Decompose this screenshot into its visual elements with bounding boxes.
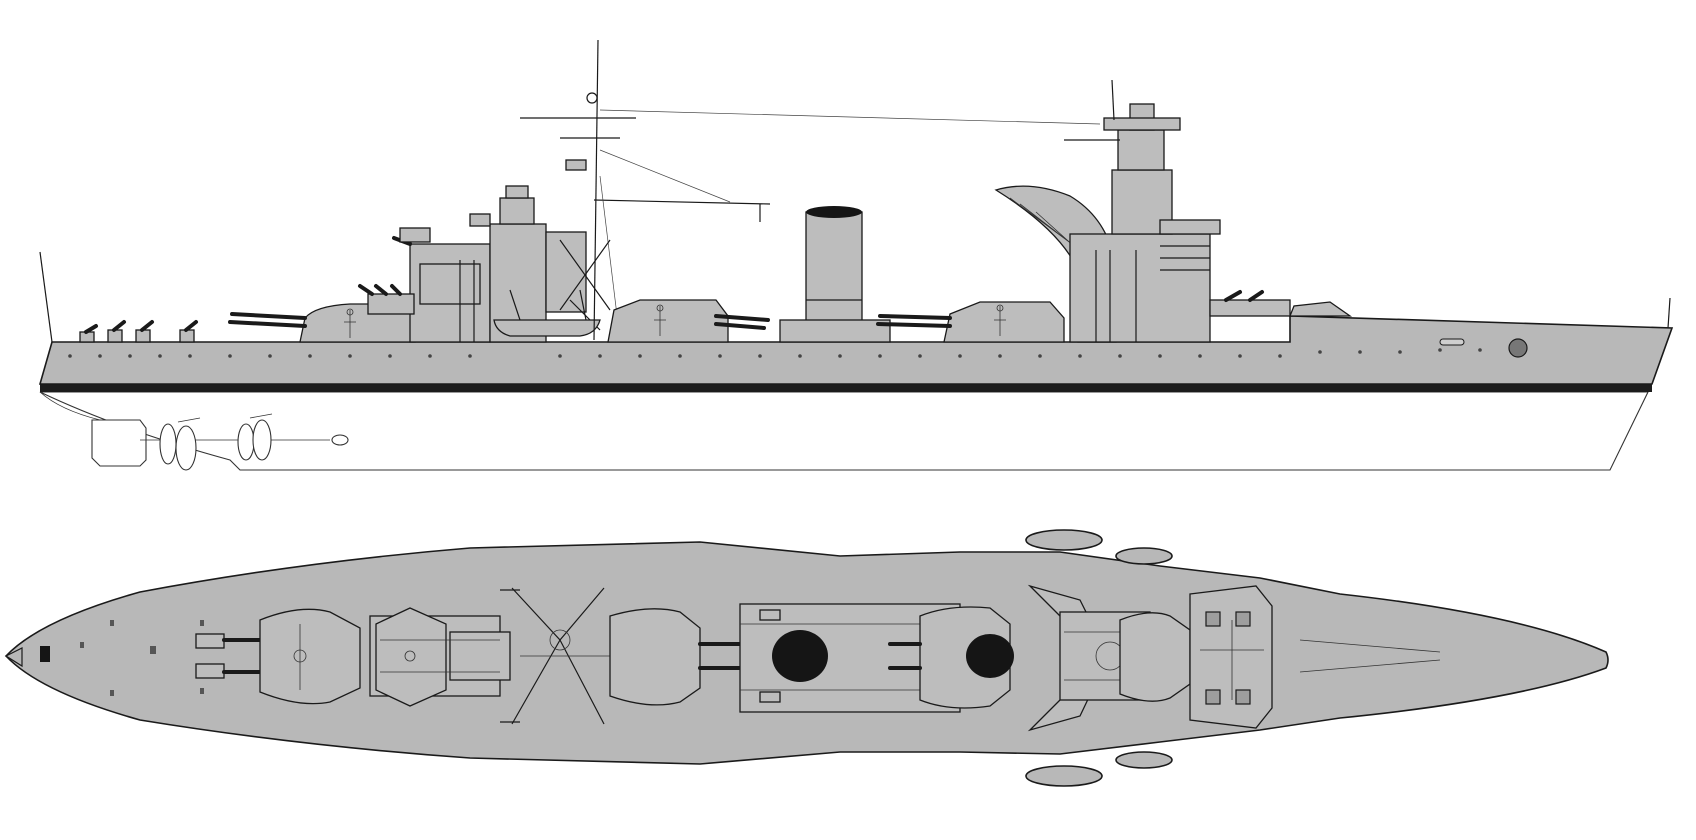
aft-light-guns xyxy=(79,320,198,343)
bow-main-turret xyxy=(1289,301,1353,317)
stern-flagstaff xyxy=(39,251,53,343)
hull-portholes xyxy=(68,348,1522,358)
plan-forward-turret xyxy=(1119,612,1191,702)
bow-anchor xyxy=(1439,338,1528,358)
plan-boats xyxy=(1025,529,1173,787)
plan-main-mast-tripod xyxy=(500,587,620,725)
plan-stern-tip xyxy=(4,647,23,668)
funnel xyxy=(779,206,891,343)
plan-aft-light-guns xyxy=(195,633,262,679)
profile-underwater-hull xyxy=(39,391,1649,471)
plan-mid-aft-turret xyxy=(609,608,762,706)
mid-aft-main-turret xyxy=(607,299,770,343)
boot-topping-stripe xyxy=(40,384,1652,392)
plan-bow-gun-platform xyxy=(1189,585,1273,729)
plan-mid-forward-turret xyxy=(888,606,1014,709)
plan-aft-main-turret xyxy=(259,608,361,705)
plan-bow-deck-detail xyxy=(1299,639,1441,673)
profile-main-hull xyxy=(38,315,1674,385)
ship-plan-view xyxy=(4,529,1609,787)
plan-funnel-top xyxy=(772,630,828,682)
aft-boat xyxy=(493,289,601,337)
forward-tower xyxy=(1064,79,1291,343)
mid-forward-main-turret xyxy=(876,301,1065,343)
mast-rigging-wire xyxy=(599,109,1101,125)
bow-jackstaff xyxy=(1667,297,1671,329)
main-mast xyxy=(520,39,771,341)
aft-superstructure xyxy=(358,185,601,343)
plan-aft-superstructure xyxy=(369,607,511,707)
stern-rudder-propellers xyxy=(39,391,349,471)
ship-profile-view xyxy=(38,39,1674,471)
plan-second-funnel-top xyxy=(966,634,1014,678)
